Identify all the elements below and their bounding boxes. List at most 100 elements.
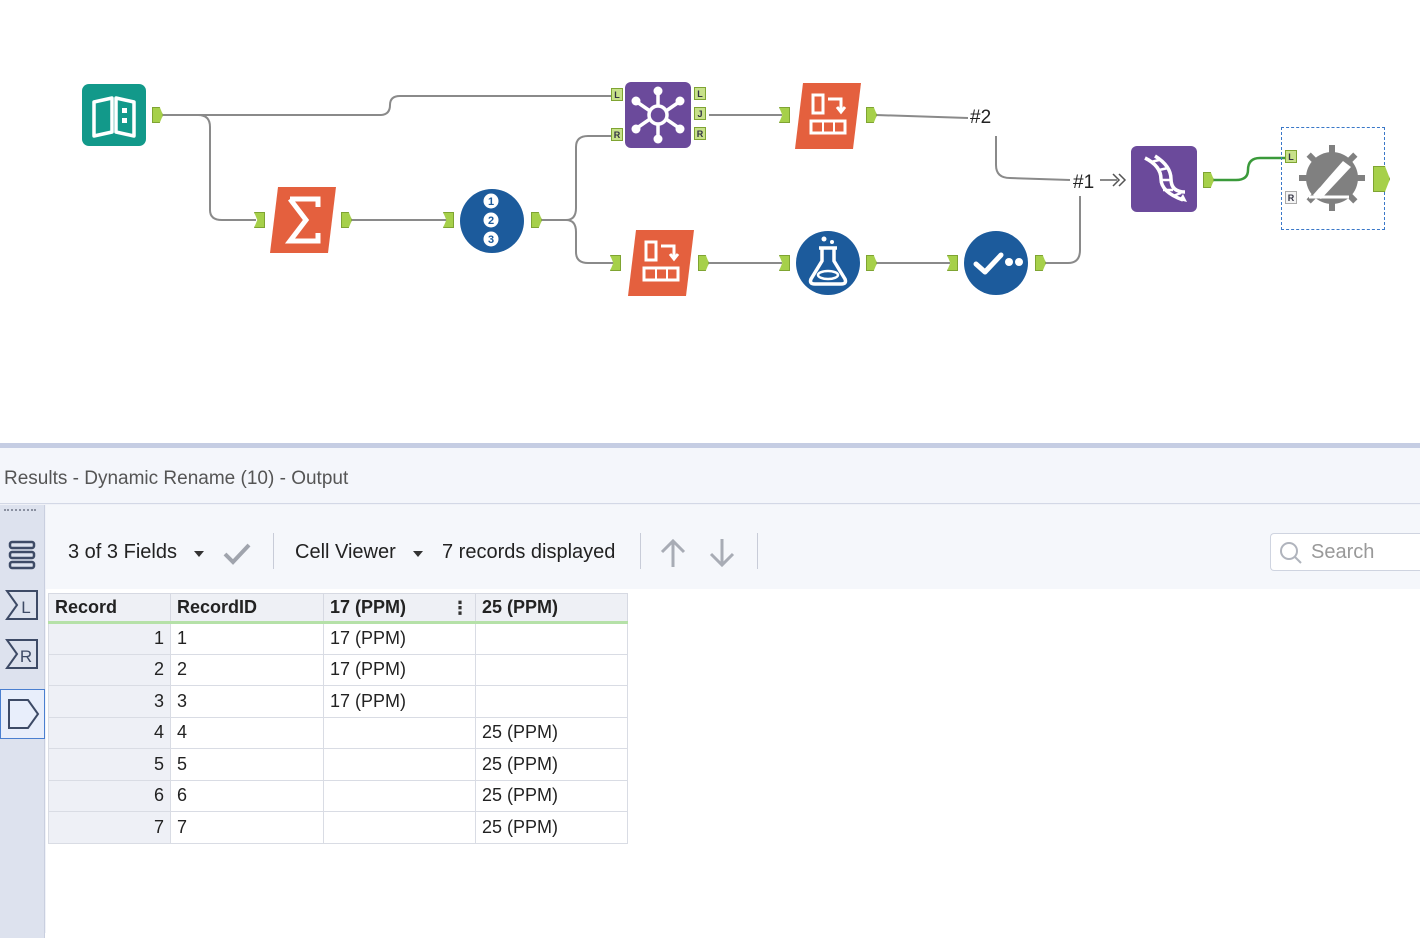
column-header-recordid[interactable]: RecordID	[170, 593, 324, 624]
cell-viewer-caret-icon[interactable]	[413, 551, 423, 557]
search-icon	[1280, 542, 1302, 564]
crosstab-icon	[795, 83, 861, 149]
toolbar-separator	[757, 533, 758, 569]
join-join-output-anchor[interactable]: J	[694, 107, 706, 120]
dynamic-rename-tool[interactable]	[1299, 145, 1365, 211]
cell[interactable]	[475, 622, 628, 655]
wire-recordid-to-join	[540, 135, 616, 221]
column-header-label: 17 (PPM)	[330, 597, 407, 617]
summarize-tool[interactable]	[270, 187, 336, 253]
arrow-down-icon[interactable]	[707, 537, 737, 569]
right-input-button[interactable]: R	[4, 636, 40, 672]
toolbar-separator	[273, 533, 274, 569]
dna-icon	[1131, 146, 1197, 212]
cell[interactable]	[475, 653, 628, 686]
apply-checkmark-icon[interactable]	[222, 542, 252, 566]
join-right-output-anchor[interactable]: R	[694, 127, 706, 140]
output-button[interactable]	[0, 689, 45, 739]
summarize-output-anchor[interactable]	[341, 212, 352, 228]
rename-left-input-anchor[interactable]: L	[1285, 150, 1297, 163]
column-menu-icon[interactable]: ⋮	[451, 598, 469, 618]
cell[interactable]: 1	[170, 622, 324, 655]
crosstab-icon	[628, 230, 694, 296]
crosstab-top-output-anchor[interactable]	[866, 107, 877, 123]
cell-viewer-dropdown[interactable]: Cell Viewer	[295, 541, 396, 563]
wire-union-to-rename	[1213, 156, 1285, 182]
cell[interactable]: 25 (PPM)	[475, 748, 628, 781]
recordid-output-anchor[interactable]	[531, 212, 542, 228]
input-data-tool[interactable]	[82, 84, 146, 148]
formula-tool[interactable]	[795, 230, 860, 295]
arrow-up-icon[interactable]	[658, 537, 688, 569]
checkmark-icon	[964, 231, 1028, 295]
cell[interactable]	[323, 748, 476, 781]
rename-output-anchor[interactable]	[1373, 166, 1390, 192]
cell[interactable]: 2	[170, 653, 324, 686]
fields-dropdown-caret-icon[interactable]	[194, 551, 204, 557]
join-right-input-anchor[interactable]: R	[611, 128, 623, 141]
search-input[interactable]: Search	[1270, 533, 1420, 571]
grip-handle[interactable]	[4, 509, 36, 513]
cell[interactable]: 4	[170, 716, 324, 749]
cell[interactable]	[475, 685, 628, 718]
list-rows-icon	[8, 540, 36, 570]
cell[interactable]: 25 (PPM)	[475, 716, 628, 749]
record-id-tool[interactable]: 1 2 3	[459, 188, 524, 253]
rename-right-input-anchor[interactable]: R	[1285, 191, 1297, 204]
svg-text:L: L	[21, 598, 30, 617]
union-tool[interactable]	[1131, 146, 1197, 212]
select-tool[interactable]	[963, 230, 1028, 295]
cell[interactable]: 6	[170, 779, 324, 812]
join-tool[interactable]	[625, 82, 691, 148]
svg-text:3: 3	[488, 234, 494, 246]
crosstab-tool-top[interactable]	[795, 83, 861, 149]
connection-wires	[163, 95, 1285, 264]
column-header-17-ppm[interactable]: 17 (PPM) ⋮	[323, 593, 476, 624]
flask-icon	[796, 231, 860, 295]
cell[interactable]: 5	[170, 748, 324, 781]
records-displayed: 7 records displayed	[442, 541, 616, 563]
left-input-button[interactable]: L	[4, 587, 40, 623]
crosstab-bottom-output-anchor[interactable]	[698, 255, 709, 271]
sigma-icon	[270, 187, 336, 253]
svg-text:1: 1	[488, 196, 494, 208]
cell[interactable]: 17 (PPM)	[323, 622, 476, 655]
toolbar-separator	[640, 533, 641, 569]
cell[interactable]	[323, 716, 476, 749]
input-data-output-anchor[interactable]	[152, 107, 163, 123]
column-header-25-ppm[interactable]: 25 (PPM)	[475, 593, 628, 624]
results-toolbar: 3 of 3 Fields Cell Viewer 7 records disp…	[46, 505, 1420, 589]
field-list-button[interactable]	[4, 537, 40, 573]
union-output-anchor[interactable]	[1203, 172, 1214, 188]
select-output-anchor[interactable]	[1035, 255, 1046, 271]
column-header-record[interactable]: Record	[48, 593, 171, 624]
book-icon	[82, 84, 146, 146]
cell[interactable]: 3	[170, 685, 324, 718]
cell[interactable]	[323, 811, 476, 844]
wire-label-2: #2	[970, 107, 992, 128]
crosstab-tool-bottom[interactable]	[628, 230, 694, 296]
cell[interactable]: 25 (PPM)	[475, 779, 628, 812]
cell[interactable]: 17 (PPM)	[323, 685, 476, 718]
join-icon	[625, 82, 691, 148]
cell[interactable]: 25 (PPM)	[475, 811, 628, 844]
cell[interactable]: 7	[170, 811, 324, 844]
cell[interactable]: 17 (PPM)	[323, 653, 476, 686]
join-left-output-anchor[interactable]: L	[694, 87, 706, 100]
cell[interactable]	[323, 779, 476, 812]
join-left-input-anchor[interactable]: L	[611, 88, 623, 101]
record-number: 7	[48, 811, 171, 844]
fields-dropdown[interactable]: 3 of 3 Fields	[68, 541, 177, 563]
workflow-canvas[interactable]: 1 2 3 L R L J R #2	[0, 0, 1420, 443]
wire-input-to-summarize	[163, 114, 256, 221]
formula-output-anchor[interactable]	[866, 255, 877, 271]
